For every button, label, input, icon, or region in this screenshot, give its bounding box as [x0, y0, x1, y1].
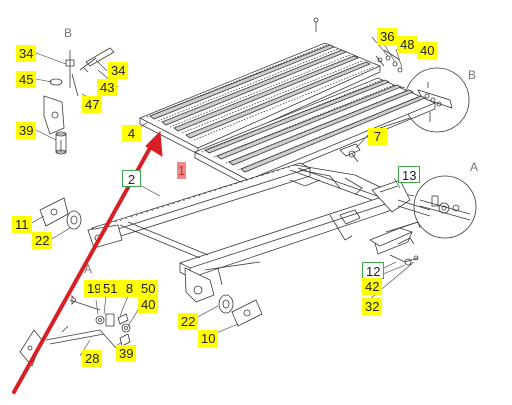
- part-callout-39-bottom: 39: [116, 345, 137, 362]
- part-callout-51: 51: [100, 280, 121, 297]
- part-callout-19: 19: [84, 280, 105, 297]
- deck-bracket: [339, 143, 361, 163]
- part-callout-40-top: 40: [417, 42, 438, 59]
- view-letter-b-right: B: [468, 68, 477, 82]
- part-callout-13: 13: [398, 166, 421, 183]
- part-callout-50: 50: [138, 280, 159, 297]
- part-callout-11: 11: [12, 216, 32, 233]
- bearing-group-left: [39, 197, 82, 230]
- part-callout-12: 12: [362, 262, 385, 279]
- bolt-hardware-group-right: [313, 17, 403, 73]
- part-callout-45: 45: [16, 71, 37, 88]
- part-callout-32: 32: [362, 298, 383, 315]
- bearing-group-front: [218, 294, 263, 327]
- part-callout-4: 4: [122, 125, 141, 142]
- part-callout-39-top: 39: [16, 122, 37, 139]
- part-callout-2: 2: [122, 170, 141, 187]
- part-callout-40-bottom: 40: [138, 296, 159, 313]
- view-letter-a-left: A: [84, 262, 93, 276]
- red-pointer-arrow: [12, 130, 163, 394]
- view-letter-a-right: A: [470, 160, 479, 174]
- part-callout-7: 7: [368, 128, 387, 145]
- part-callout-34-right: 34: [108, 62, 129, 79]
- part-callout-10: 10: [198, 330, 219, 347]
- part-callout-47: 47: [82, 96, 103, 113]
- part-callout-22-bottom: 22: [178, 313, 199, 330]
- part-callout-34-top: 34: [16, 45, 37, 62]
- detail-a-circle: [394, 175, 477, 239]
- part-callout-48: 48: [397, 36, 418, 53]
- part-callout-36: 36: [377, 28, 398, 45]
- part-callout-28: 28: [82, 350, 103, 367]
- part-callout-22-left: 22: [32, 232, 53, 249]
- part-callout-43: 43: [97, 79, 118, 96]
- part-callout-1: 1: [177, 162, 186, 179]
- bolt-hardware-group-b: [43, 47, 115, 155]
- part-callout-8: 8: [120, 280, 139, 297]
- bolt-hardware-group-a: [19, 295, 131, 367]
- mesh-deck-panel-lower: [194, 77, 437, 187]
- view-letter-b-left: B: [64, 26, 73, 40]
- part-callout-42: 42: [362, 278, 383, 295]
